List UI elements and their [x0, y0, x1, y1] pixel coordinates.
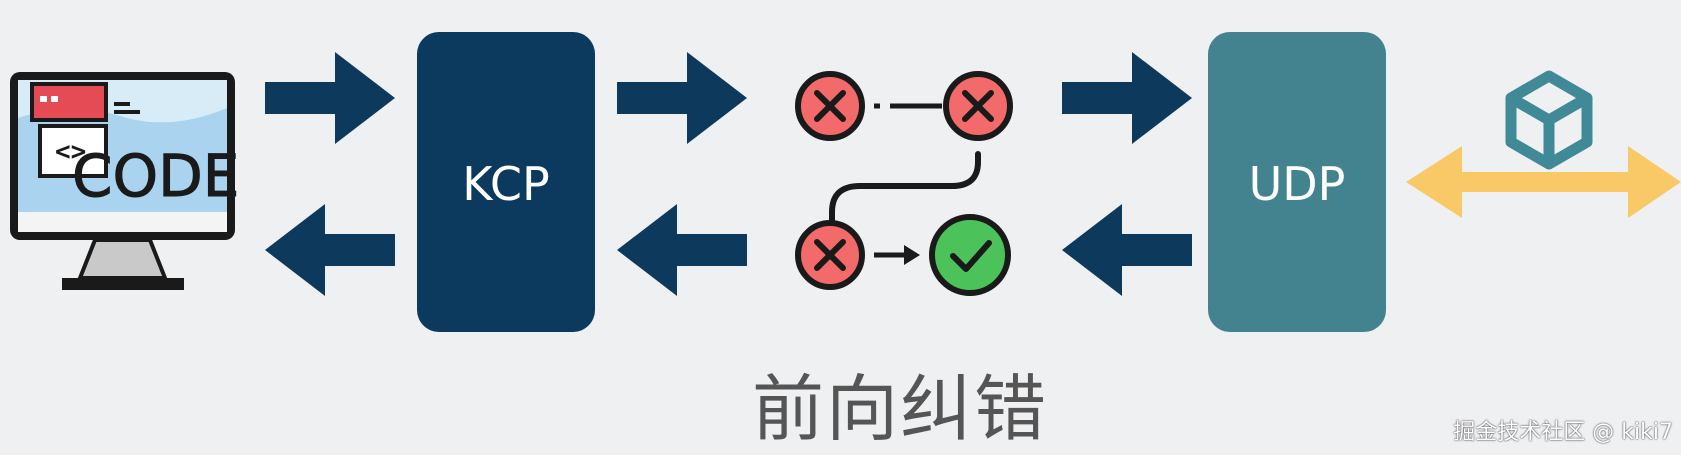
arrow-app-to-kcp	[265, 52, 395, 144]
arrow-fec-to-kcp	[617, 204, 747, 296]
fec-illustration	[795, 71, 1013, 296]
udp-label: UDP	[1249, 157, 1346, 211]
network-double-arrow	[1406, 146, 1681, 218]
arrow-udp-to-fec	[1062, 204, 1192, 296]
success-check-icon	[929, 214, 1011, 296]
svg-text:<>: <>	[55, 137, 86, 167]
source-watermark: 掘金技术社区 @ kiki7	[1453, 420, 1673, 445]
arrow-kcp-to-app	[265, 204, 395, 296]
arrow-fec-to-udp	[1062, 52, 1192, 144]
computer-monitor-icon: <> CODE	[10, 72, 240, 290]
arrow-kcp-to-fec	[617, 52, 747, 144]
kcp-box: KCP	[417, 32, 595, 332]
code-label: CODE	[72, 142, 239, 210]
error-x-icon	[943, 71, 1013, 141]
kcp-label: KCP	[462, 157, 550, 211]
udp-box: UDP	[1208, 32, 1386, 332]
error-x-icon	[795, 220, 865, 290]
error-x-icon	[795, 71, 865, 141]
cube-packet-icon	[1505, 70, 1593, 170]
diagram-caption: 前向纠错	[751, 367, 1048, 451]
